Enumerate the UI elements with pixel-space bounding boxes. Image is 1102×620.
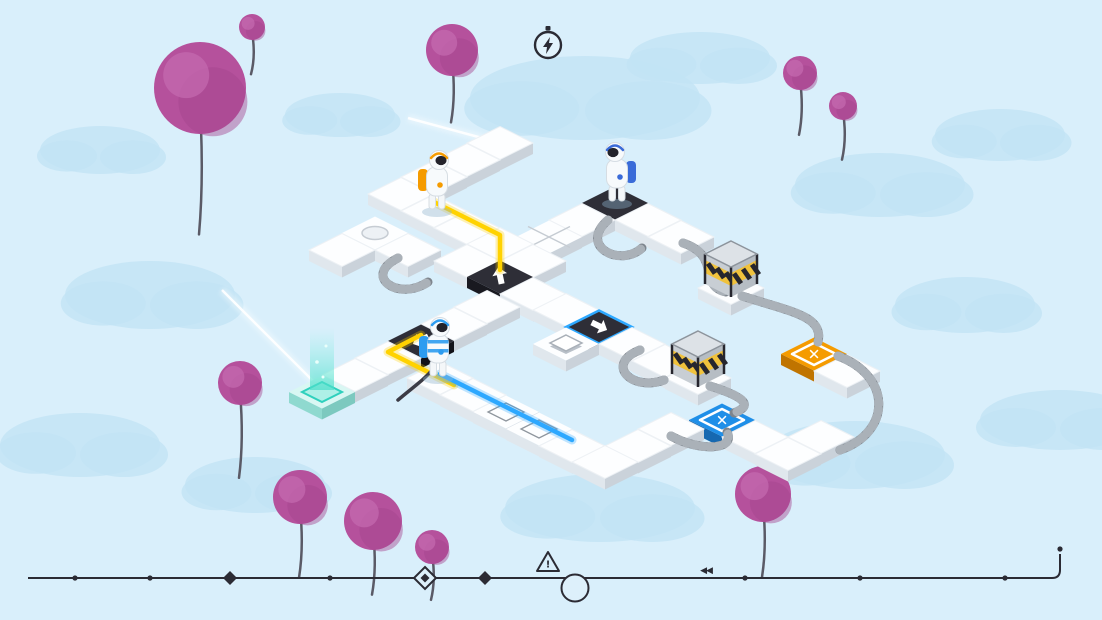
cable [737,291,824,347]
timeline-node-dot [1002,575,1008,581]
rewind-icon[interactable]: ◀◀ [700,566,714,576]
timer-icon [533,26,563,60]
timeline-node-dot [327,575,333,581]
astronaut-blue [419,317,453,384]
mushroom-tree [344,492,403,596]
timeline-event-diamond [223,571,237,585]
light-beam [219,287,321,389]
cable [378,253,433,294]
goal-x-glyph: ✕ [808,346,821,364]
visor [607,147,619,158]
cloud [976,390,1102,450]
tile-plate [533,327,599,372]
cable [593,215,647,261]
clouds-layer [0,32,1102,542]
hazard-crate [670,330,729,387]
player-trail [429,197,505,275]
cable [833,351,884,455]
mushroom-tree [829,92,858,161]
mushroom-tree [154,42,248,236]
mushroom-tree [426,24,479,124]
arrow-icon [590,319,608,334]
mushroom-tree [218,361,263,480]
cloud [500,474,705,542]
timeline-scrubber-handle[interactable] [560,573,590,603]
mushroom-tree [735,466,792,579]
tile-white [753,436,823,482]
cables-layer [378,215,884,455]
cable [666,427,733,452]
stopwatch-lightning-icon [533,26,563,60]
warning-triangle-icon [536,551,560,572]
warning-exclamation: ! [546,560,551,571]
timeline-bar[interactable]: ! ◀◀ [28,546,1063,603]
tile-white [307,232,377,278]
timeline-node-dot [742,575,748,581]
astronaut-orange [418,150,452,217]
astronaut-blue-visor [602,142,636,209]
cloud [0,413,168,477]
timeline-node-dot [147,575,153,581]
tile-pad [289,328,355,420]
light-beams [219,114,499,389]
lightning-bolt-icon [543,37,553,54]
timeline-node-dot [857,575,863,581]
cloud [891,277,1042,333]
hazard-crate [703,240,762,297]
mushroom-tree [415,530,450,602]
visor [435,155,447,166]
mushroom-tree [239,14,266,76]
mushroom-tree [783,56,818,137]
trees-layer [154,14,858,602]
cloud [790,153,974,218]
cable [618,345,669,388]
tile-white [570,444,640,490]
cloud [282,93,401,137]
hazard-boxes [670,240,762,387]
visor [436,322,448,333]
timeline-track[interactable] [28,554,1061,579]
arrow-icon [492,267,508,285]
astronauts-layer [418,142,636,384]
mushroom-tree [273,470,328,580]
cable [705,381,749,418]
timeline-node-dot [72,575,78,581]
cloud [37,126,166,174]
teleport-glow [310,328,334,390]
goal-x-glyph: ✕ [716,412,729,430]
timeline-end-dot [1057,546,1063,552]
player-trail [435,369,577,445]
cloud [931,109,1072,161]
timeline-event-diamond [478,571,492,585]
cloud [626,32,777,84]
